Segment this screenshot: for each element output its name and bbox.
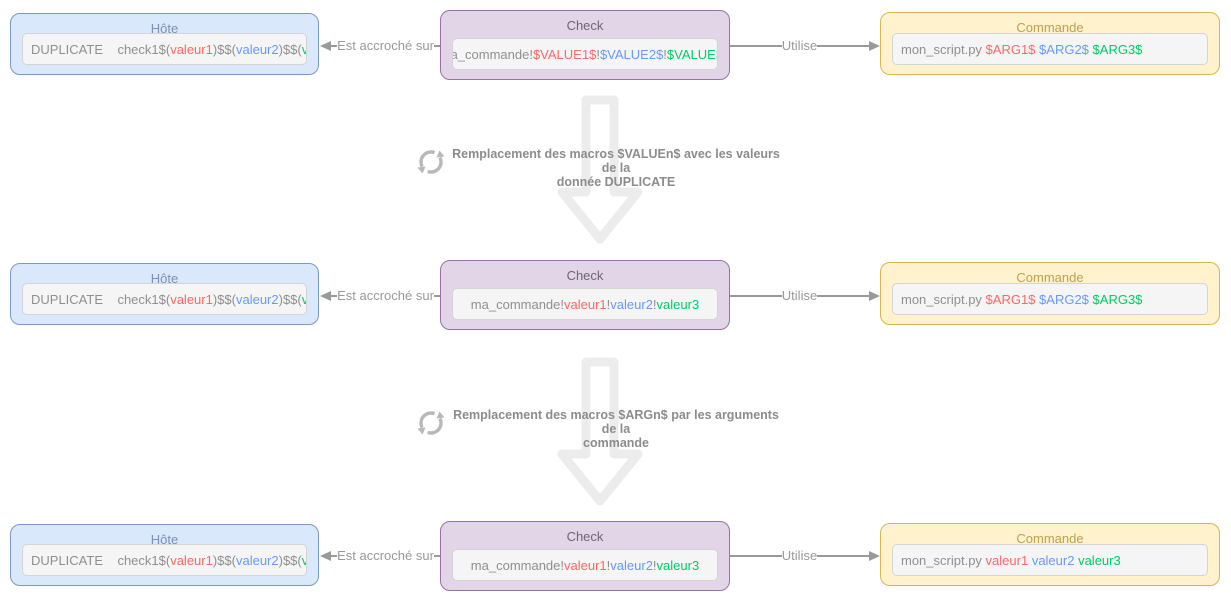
connector-attached: Est accroché sur <box>320 38 441 54</box>
transform-caption: Remplacement des macros $ARGn$ par les a… <box>450 408 782 450</box>
arrowhead-right-icon <box>869 551 880 561</box>
transform-caption-line2: donnée DUPLICATE <box>556 175 676 189</box>
commande-node: Commande mon_script.py valeur1 valeur2 v… <box>880 523 1220 586</box>
arrowhead-left-icon <box>320 291 331 301</box>
check-value: ma_commande!valeur1!valeur2!valeur3 <box>452 288 718 320</box>
connector-uses-label: Utilise <box>781 288 818 303</box>
check-title: Check <box>566 268 604 283</box>
connector-uses-label: Utilise <box>781 38 818 53</box>
arrowhead-left-icon <box>320 41 331 51</box>
commande-title: Commande <box>1016 20 1084 35</box>
hote-value: DUPLICATE check1$(valeur1)$$(valeur2)$$(… <box>22 33 307 65</box>
commande-node: Commande mon_script.py $ARG1$ $ARG2$ $AR… <box>880 262 1220 325</box>
hote-value: DUPLICATE check1$(valeur1)$$(valeur2)$$(… <box>22 544 307 576</box>
connector-uses: Utilise <box>730 288 880 304</box>
commande-value: mon_script.py valeur1 valeur2 valeur3 <box>892 544 1208 576</box>
big-down-arrow-icon <box>557 357 643 506</box>
transform-caption-line1: Remplacement des macros $VALUEn$ avec le… <box>452 147 780 175</box>
transform-caption-line2: commande <box>583 436 649 450</box>
check-title: Check <box>566 529 604 544</box>
commande-value: mon_script.py $ARG1$ $ARG2$ $ARG3$ <box>892 33 1208 65</box>
connector-line <box>331 45 338 47</box>
connector-line <box>331 295 338 297</box>
transform-caption: Remplacement des macros $VALUEn$ avec le… <box>450 147 782 189</box>
connector-line <box>817 555 869 557</box>
check-node: Check ma_commande!valeur1!valeur2!valeur… <box>440 521 730 591</box>
check-node: Check ma_commande!valeur1!valeur2!valeur… <box>440 260 730 330</box>
hote-value: DUPLICATE check1$(valeur1)$$(valeur2)$$(… <box>22 283 307 315</box>
connector-attached: Est accroché sur <box>320 548 441 564</box>
hote-node: Hôte DUPLICATE check1$(valeur1)$$(valeur… <box>10 524 319 586</box>
connector-attached-label: Est accroché sur <box>337 548 434 563</box>
hote-node: Hôte DUPLICATE check1$(valeur1)$$(valeur… <box>10 13 319 75</box>
connector-line <box>433 45 441 47</box>
connector-line <box>331 555 338 557</box>
hote-title: Hôte <box>150 532 179 547</box>
connector-attached-label: Est accroché sur <box>337 38 434 53</box>
connector-uses: Utilise <box>730 548 880 564</box>
commande-title: Commande <box>1016 270 1084 285</box>
check-node: Check ma_commande!$VALUE1$!$VALUE2$!$VAL… <box>440 10 730 80</box>
check-value: ma_commande!$VALUE1$!$VALUE2$!$VALUE3$ <box>452 38 718 70</box>
commande-value: mon_script.py $ARG1$ $ARG2$ $ARG3$ <box>892 283 1208 315</box>
hote-node: Hôte DUPLICATE check1$(valeur1)$$(valeur… <box>10 263 319 325</box>
connector-line <box>730 555 782 557</box>
connector-line <box>817 295 869 297</box>
connector-line <box>433 555 441 557</box>
check-title: Check <box>566 18 604 33</box>
connector-uses-label: Utilise <box>781 548 818 563</box>
sync-icon <box>417 150 445 174</box>
connector-uses: Utilise <box>730 38 880 54</box>
check-value: ma_commande!valeur1!valeur2!valeur3 <box>452 549 718 581</box>
connector-line <box>730 295 782 297</box>
connector-attached-label: Est accroché sur <box>337 288 434 303</box>
hote-title: Hôte <box>150 271 179 286</box>
commande-title: Commande <box>1016 531 1084 546</box>
arrowhead-right-icon <box>869 291 880 301</box>
commande-node: Commande mon_script.py $ARG1$ $ARG2$ $AR… <box>880 12 1220 75</box>
connector-line <box>433 295 441 297</box>
hote-title: Hôte <box>150 21 179 36</box>
connector-line <box>817 45 869 47</box>
sync-icon <box>417 411 445 435</box>
arrowhead-right-icon <box>869 41 880 51</box>
transform-caption-line1: Remplacement des macros $ARGn$ par les a… <box>453 408 779 436</box>
big-down-arrow-icon <box>557 95 643 244</box>
arrowhead-left-icon <box>320 551 331 561</box>
connector-line <box>730 45 782 47</box>
connector-attached: Est accroché sur <box>320 288 441 304</box>
